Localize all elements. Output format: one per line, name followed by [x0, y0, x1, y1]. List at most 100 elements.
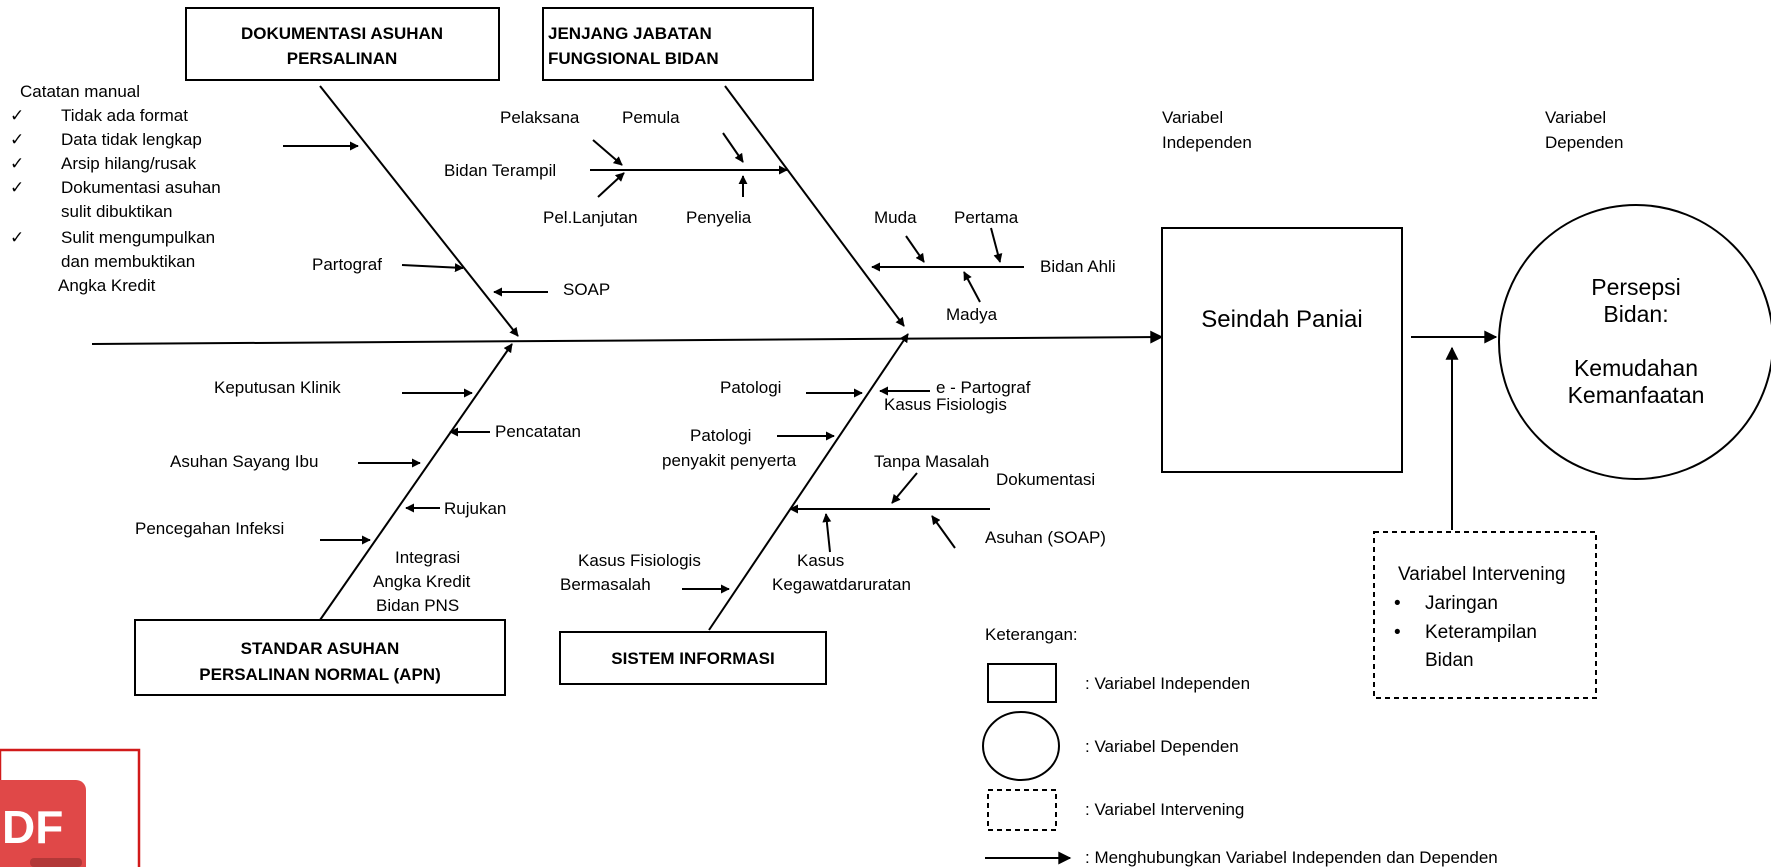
category-jenjang-line-1: JENJANG JABATAN — [548, 24, 712, 43]
category-standar-line-2: PERSALINAN NORMAL (APN) — [199, 665, 440, 684]
cause-partograf: Partograf — [312, 255, 382, 274]
bone-dokumentasi — [319, 85, 519, 337]
cause-e-partograf: e - Partograf — [936, 378, 1031, 397]
bullet-icon: • — [1394, 593, 1401, 614]
manual-note-5-line-2: dan membuktikan — [61, 252, 195, 271]
check-icon: ✓ — [10, 106, 24, 125]
cause-bidan-terampil: Bidan Terampil — [444, 161, 556, 180]
category-dokumentasi-box — [185, 7, 500, 81]
cause-kasus-fisiologis-bermasalah-line-2: Bermasalah — [560, 575, 651, 594]
independent-variable-box — [1161, 227, 1403, 473]
category-sistem-label: SISTEM INFORMASI — [611, 649, 774, 668]
cause-kasus-fisiologis-bermasalah-line-1: Kasus Fisiologis — [578, 551, 701, 570]
cause-integrasi-line-3: Bidan PNS — [376, 596, 459, 615]
category-standar-line-1: STANDAR ASUHAN — [241, 639, 400, 658]
pdf-logo: DF — [0, 748, 141, 867]
arrow-kasus-fisiologis-tanpa — [891, 472, 918, 504]
legend-label-intervening: : Variabel Intervening — [1085, 800, 1244, 819]
manual-note-4-line-2: sulit dibuktikan — [61, 202, 173, 221]
cause-kasus-fisiologis-tanpa-line-1: Kasus Fisiologis — [884, 395, 1007, 414]
cause-dokumentasi-soap-line-2: Asuhan (SOAP) — [985, 528, 1106, 547]
arrow-pelaksana — [592, 139, 623, 166]
legend-title: Keterangan: — [985, 625, 1078, 644]
cause-dokumentasi-soap-line-1: Dokumentasi — [996, 470, 1095, 489]
cause-pencegahan-infeksi: Pencegahan Infeksi — [135, 519, 284, 538]
dependent-variable-line-2: Bidan: — [1603, 301, 1668, 327]
category-dokumentasi-line-2: PERSALINAN — [287, 49, 398, 68]
cause-pel-lanjutan: Pel.Lanjutan — [543, 208, 638, 227]
cause-pertama: Pertama — [954, 208, 1019, 227]
arrow-muda — [905, 235, 925, 263]
arrow-dokumentasi-soap-1 — [822, 513, 832, 553]
manual-note-5-line-3: Angka Kredit — [58, 276, 156, 295]
check-icon: ✓ — [10, 130, 24, 149]
intervening-title: Variabel Intervening — [1398, 564, 1566, 585]
label-variabel-dependen-line-2: Dependen — [1545, 133, 1623, 152]
cause-pencatatan: Pencatatan — [495, 422, 581, 441]
dependent-variable-line-4: Kemudahan — [1574, 355, 1698, 381]
manual-note-3: Arsip hilang/rusak — [61, 154, 197, 173]
cause-integrasi-line-1: Integrasi — [395, 548, 460, 567]
cause-patologi: Patologi — [720, 378, 781, 397]
cause-patologi-penyakit-line-1: Patologi — [690, 426, 751, 445]
cause-pelaksana: Pelaksana — [500, 108, 580, 127]
manual-note-2: Data tidak lengkap — [61, 130, 202, 149]
legend-box-independen — [987, 663, 1057, 703]
cause-kasus-fisiologis-tanpa-line-2: Tanpa Masalah — [874, 452, 989, 471]
label-variabel-independen-line-2: Independen — [1162, 133, 1252, 152]
category-sistem-box — [559, 631, 827, 685]
arrow-pemula — [722, 132, 744, 163]
manual-note-1: Tidak ada format — [61, 106, 188, 125]
cause-asuhan-sayang-ibu: Asuhan Sayang Ibu — [170, 452, 318, 471]
legend-label-dependen: : Variabel Dependen — [1085, 737, 1239, 756]
intervening-item-2-line-1: Keterampilan — [1425, 622, 1537, 643]
manual-note-5-line-1: Sulit mengumpulkan — [61, 228, 215, 247]
arrow-dokumentasi-soap-2 — [931, 515, 956, 549]
pdf-logo-text: DF — [2, 801, 63, 853]
dependent-variable-line-5: Kemanfaatan — [1568, 382, 1705, 408]
legend-label-independen: : Variabel Independen — [1085, 674, 1250, 693]
cause-madya: Madya — [946, 305, 998, 324]
label-variabel-dependen-line-1: Variabel — [1545, 108, 1606, 127]
legend: Keterangan: : Variabel Independen : Vari… — [982, 625, 1498, 867]
arrow-pertama — [990, 227, 1003, 263]
intervening-variable-box — [1373, 531, 1597, 699]
check-icon: ✓ — [10, 178, 24, 197]
bone-jenjang — [724, 85, 905, 327]
arrow-madya — [963, 271, 981, 303]
check-icon: ✓ — [10, 228, 24, 247]
cause-soap: SOAP — [563, 280, 610, 299]
cause-bidan-ahli: Bidan Ahli — [1040, 257, 1116, 276]
pdf-logo-shadow — [30, 858, 82, 867]
cause-pemula: Pemula — [622, 108, 680, 127]
cause-integrasi-line-2: Angka Kredit — [373, 572, 471, 591]
bone-sistem — [708, 333, 909, 631]
main-spine — [91, 330, 1164, 345]
category-jenjang-line-2: FUNGSIONAL BIDAN — [548, 49, 719, 68]
category-jenjang-box — [542, 7, 814, 81]
dependent-variable-line-1: Persepsi — [1591, 274, 1680, 300]
check-icon: ✓ — [10, 154, 24, 173]
independent-variable-label: Seindah Paniai — [1201, 306, 1362, 333]
category-standar-box — [134, 619, 506, 696]
cause-rujukan: Rujukan — [444, 499, 506, 518]
manual-note-4-line-1: Dokumentasi asuhan — [61, 178, 221, 197]
bone-standar — [319, 343, 513, 621]
pdf-logo-tile — [0, 780, 86, 867]
cause-muda: Muda — [874, 208, 917, 227]
cause-kasus-kegawat-line-2: Kegawatdaruratan — [772, 575, 911, 594]
cause-patologi-penyakit-line-2: penyakit penyerta — [662, 451, 797, 470]
cause-keputusan-klinik: Keputusan Klinik — [214, 378, 341, 397]
label-variabel-independen-line-1: Variabel — [1162, 108, 1223, 127]
cause-penyelia: Penyelia — [686, 208, 752, 227]
legend-box-intervening — [987, 789, 1057, 831]
manual-notes-title: Catatan manual — [20, 82, 140, 101]
category-dokumentasi-line-1: DOKUMENTASI ASUHAN — [241, 24, 443, 43]
manual-notes-list: ✓ Tidak ada format ✓ Data tidak lengkap … — [10, 106, 221, 295]
legend-circle-dependen — [982, 711, 1060, 781]
bullet-icon: • — [1394, 622, 1401, 643]
cause-kasus-kegawat-line-1: Kasus — [797, 551, 844, 570]
intervening-item-1: Jaringan — [1425, 593, 1498, 614]
legend-label-arrow: : Menghubungkan Variabel Independen dan … — [1085, 848, 1498, 867]
